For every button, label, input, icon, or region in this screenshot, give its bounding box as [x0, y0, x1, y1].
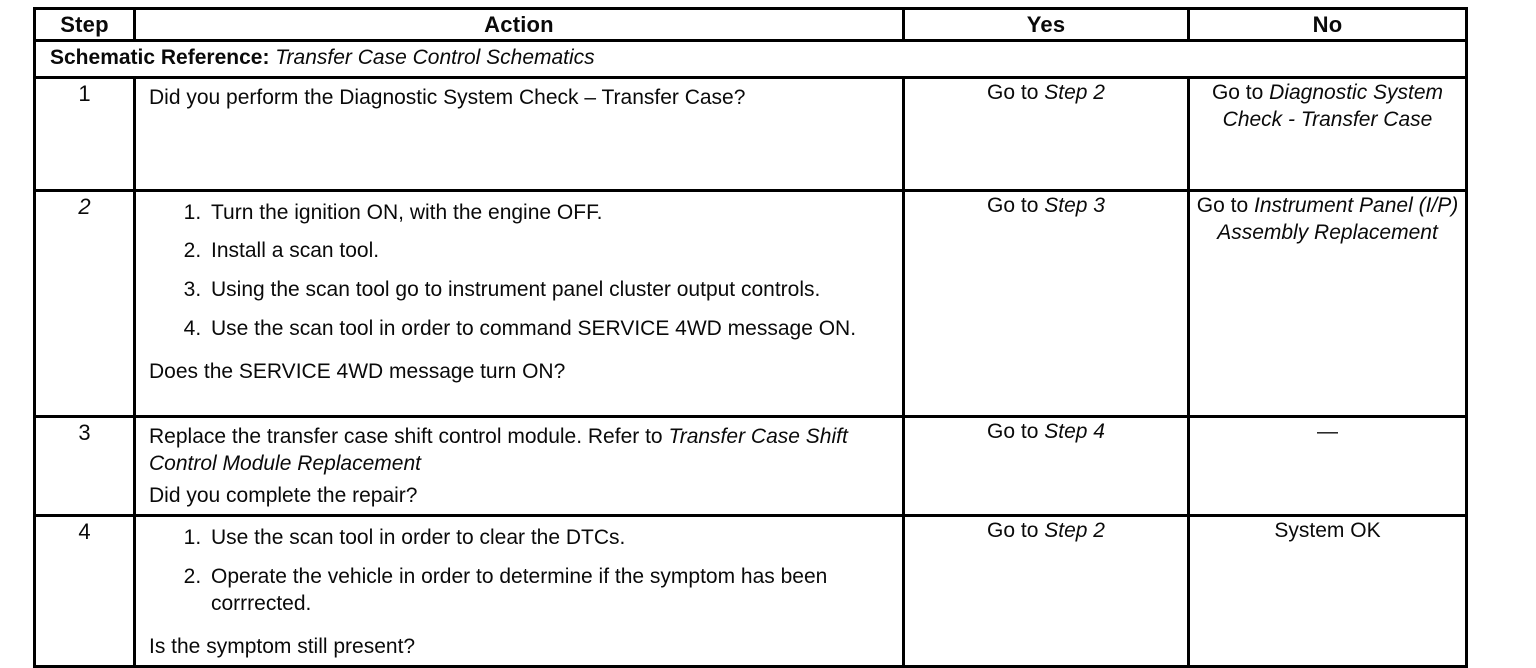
schematic-reference-cell: Schematic Reference: Transfer Case Contr…: [33, 39, 1468, 79]
goto-target: Step 2: [1044, 518, 1105, 542]
goto-prefix: Go to: [1211, 80, 1264, 104]
goto-prefix: Go to: [987, 419, 1039, 443]
yes-cell: Go to Step 2: [902, 513, 1190, 668]
no-cell: System OK: [1187, 513, 1468, 668]
goto-target: Diagnostic System Check - Transfer Case: [1222, 80, 1444, 132]
goto-prefix: Go to: [1196, 193, 1249, 217]
action-question: Is the symptom still present?: [149, 635, 416, 659]
no-cell: —: [1187, 414, 1468, 517]
column-header-step: Step: [33, 6, 136, 43]
yes-cell: Go to Step 4: [902, 414, 1190, 517]
action-step-item: Operate the vehicle in order to determin…: [207, 563, 892, 618]
step-number: 1: [33, 75, 136, 192]
column-header-yes: Yes: [902, 6, 1190, 43]
column-header-no: No: [1187, 6, 1468, 43]
schematic-reference-row: Schematic Reference: Transfer Case Contr…: [33, 39, 1468, 79]
column-header-action: Action: [133, 6, 905, 43]
action-step-item: Using the scan tool go to instrument pan…: [207, 276, 892, 304]
yes-cell: Go to Step 2: [902, 75, 1190, 192]
table-row: 4 Use the scan tool in order to clear th…: [33, 513, 1468, 668]
action-cell: Use the scan tool in order to clear the …: [133, 513, 905, 668]
reference-link-text: Transfer Case Shift Control Module Repla…: [149, 424, 848, 476]
action-question: Did you perform the Diagnostic System Ch…: [149, 85, 746, 109]
action-question: Does the SERVICE 4WD message turn ON?: [149, 359, 566, 383]
action-cell: Did you perform the Diagnostic System Ch…: [133, 75, 905, 192]
goto-prefix: Go to: [987, 80, 1039, 104]
action-cell: Replace the transfer case shift control …: [133, 414, 905, 517]
goto-target: Step 3: [1044, 193, 1105, 217]
schematic-reference-value: Transfer Case Control Schematics: [275, 46, 595, 70]
goto-target: Step 4: [1044, 419, 1105, 443]
action-cell: Turn the ignition ON, with the engine OF…: [133, 188, 905, 418]
goto-prefix: Go to: [987, 518, 1039, 542]
diagnostic-table: Step Action Yes No Schematic Reference: …: [33, 6, 1468, 668]
action-question: Did you complete the repair?: [149, 484, 418, 508]
step-number: 2: [33, 188, 136, 418]
action-instruction: Replace the transfer case shift control …: [149, 424, 848, 476]
goto-target: Instrument Panel (I/P) Assembly Replacem…: [1217, 193, 1459, 245]
no-cell: Go to Diagnostic System Check - Transfer…: [1187, 75, 1468, 192]
action-step-list: Use the scan tool in order to clear the …: [149, 524, 892, 629]
goto-prefix: Go to: [987, 193, 1039, 217]
no-dash: —: [1317, 419, 1338, 443]
table-row: 1 Did you perform the Diagnostic System …: [33, 75, 1468, 192]
table-row: 3 Replace the transfer case shift contro…: [33, 414, 1468, 517]
table-header-row: Step Action Yes No: [33, 6, 1468, 43]
action-step-list: Turn the ignition ON, with the engine OF…: [149, 199, 892, 354]
yes-cell: Go to Step 3: [902, 188, 1190, 418]
action-step-item: Turn the ignition ON, with the engine OF…: [207, 199, 892, 227]
action-step-item: Use the scan tool in order to command SE…: [207, 315, 892, 343]
action-step-item: Install a scan tool.: [207, 237, 892, 265]
table-row: 2 Turn the ignition ON, with the engine …: [33, 188, 1468, 418]
no-cell: Go to Instrument Panel (I/P) Assembly Re…: [1187, 188, 1468, 418]
schematic-reference-label: Schematic Reference:: [50, 46, 270, 70]
step-number: 4: [33, 513, 136, 668]
goto-target: Step 2: [1044, 80, 1105, 104]
no-result-text: System OK: [1274, 518, 1381, 542]
action-step-item: Use the scan tool in order to clear the …: [207, 524, 892, 552]
step-number: 3: [33, 414, 136, 517]
